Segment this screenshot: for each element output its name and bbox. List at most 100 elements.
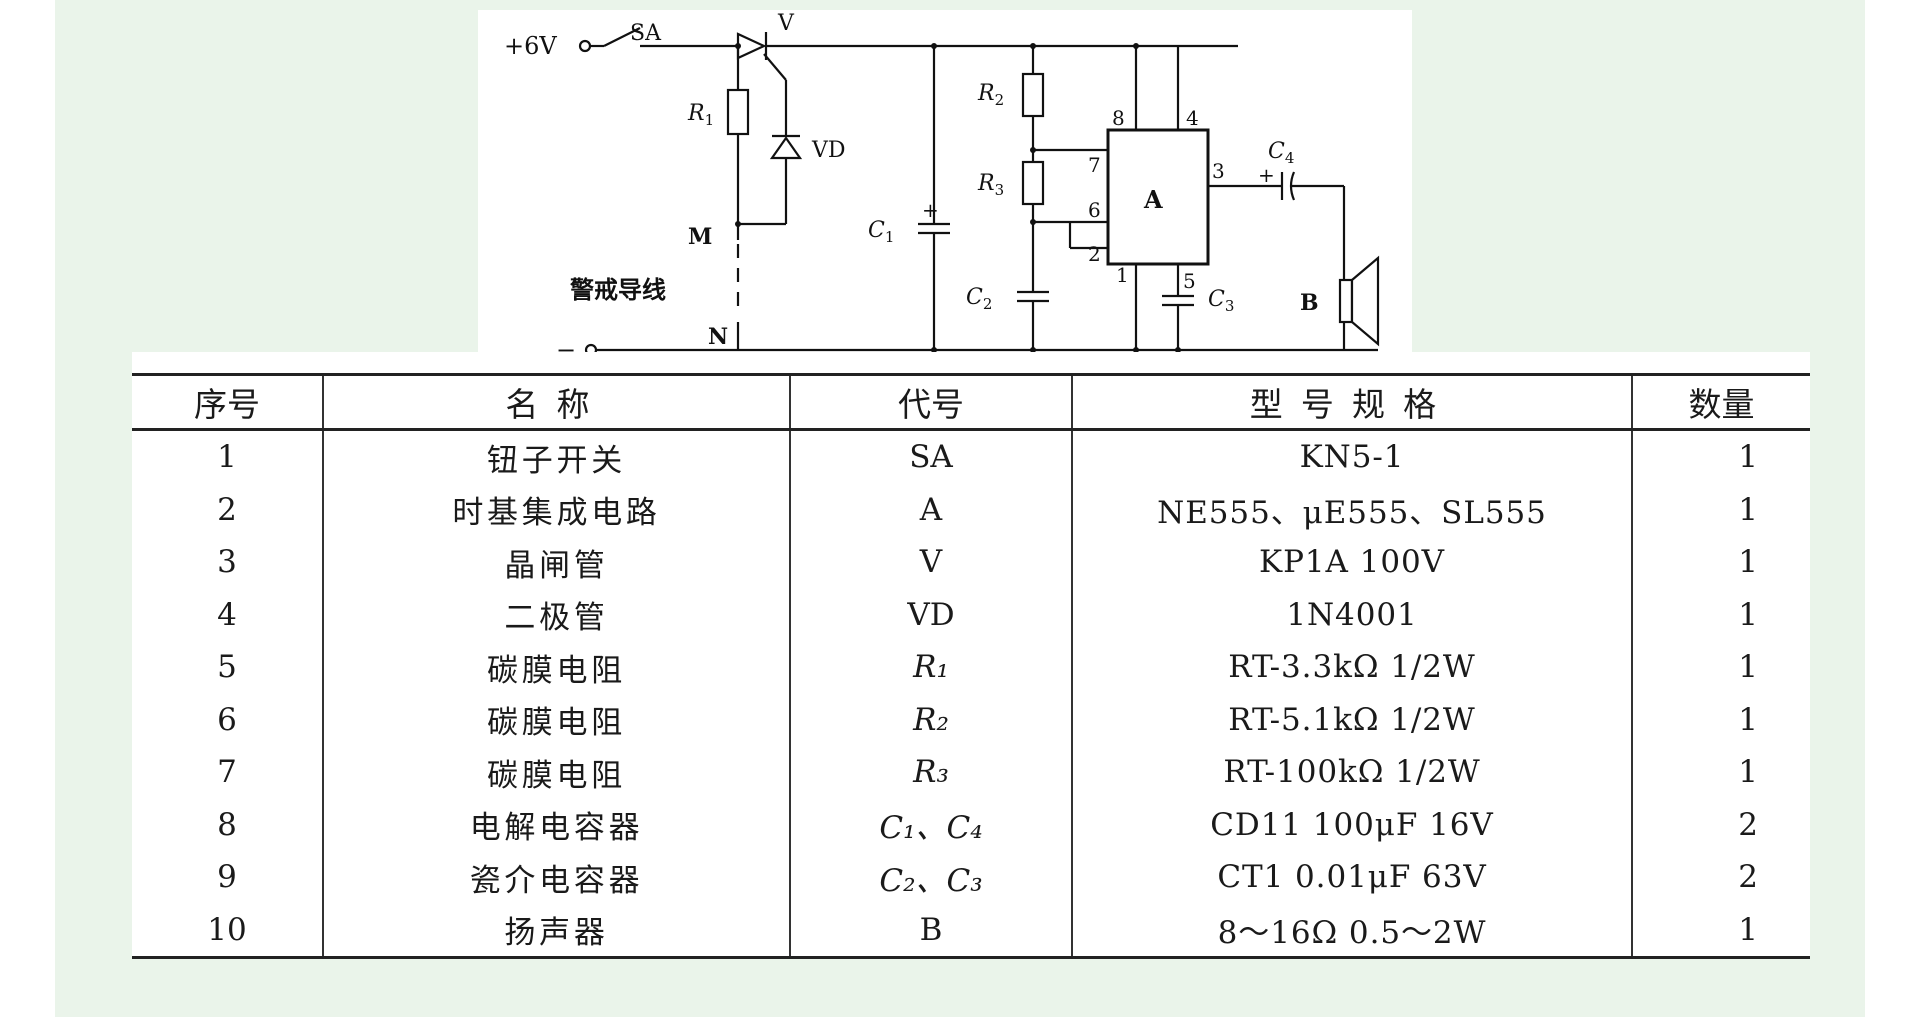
cell-code: A [789, 483, 1072, 536]
cell-qty: 1 [1631, 588, 1810, 641]
cell-qty: 1 [1631, 746, 1810, 799]
schematic-dots [735, 43, 1181, 352]
cell-spec: CT1 0.01μF 63V [1071, 851, 1632, 904]
label-r1: R1 [687, 101, 714, 129]
label-pin4: 4 [1186, 106, 1199, 130]
cell-qty: 2 [1631, 798, 1810, 851]
cell-qty: 2 [1631, 851, 1810, 904]
label-c4-plus: + [1258, 163, 1275, 187]
cell-name: 碳膜电阻 [322, 746, 790, 799]
r1-symbol [726, 88, 750, 136]
label-diode: VD [811, 138, 846, 163]
cell-index: 7 [217, 754, 237, 791]
cell-name: 晶闸管 [322, 536, 790, 589]
switch-blade [603, 27, 641, 47]
cell-qty: 1 [1631, 536, 1810, 589]
speaker-coil [1338, 278, 1354, 324]
cell-qty: 1 [1631, 693, 1810, 746]
header-code: 代号 [789, 373, 1072, 431]
table-row: 7 碳膜电阻 R₃ RT-100kΩ 1/2W 1 [132, 746, 1810, 799]
label-pin6: 6 [1088, 198, 1101, 222]
label-c4: C4 [1268, 139, 1294, 167]
cell-index: 2 [217, 491, 237, 528]
label-supply-neg: − [556, 336, 576, 352]
thyristor-gate [763, 53, 787, 81]
supply-pos-terminal [578, 39, 592, 53]
diode-symbol [769, 136, 803, 160]
cell-index: 3 [217, 544, 237, 581]
table-row: 9 瓷介电容器 C₂、C₃ CT1 0.01μF 63V 2 [132, 851, 1810, 904]
header-index: 序号 [132, 373, 323, 431]
table-row: 6 碳膜电阻 R₂ RT-5.1kΩ 1/2W 1 [132, 693, 1810, 746]
cell-index: 8 [217, 806, 237, 843]
label-c2: C2 [966, 285, 992, 313]
cell-index: 1 [217, 439, 237, 476]
cell-name: 碳膜电阻 [322, 641, 790, 694]
schematic-wires [578, 27, 1380, 352]
label-speaker: B [1300, 290, 1319, 316]
table-row: 2 时基集成电路 A NE555、μE555、SL555 1 [132, 483, 1810, 536]
label-pin8: 8 [1112, 106, 1125, 130]
label-pin2: 2 [1088, 242, 1101, 266]
cell-code: SA [789, 429, 1072, 484]
label-supply-pos: +6V [504, 32, 557, 60]
ic-555-symbol [1106, 128, 1210, 266]
cell-name: 电解电容器 [322, 798, 790, 851]
cell-name: 二极管 [322, 588, 790, 641]
cell-qty: 1 [1631, 641, 1810, 694]
cell-name: 扬声器 [322, 903, 790, 959]
cell-code: V [789, 536, 1072, 589]
cell-qty: 1 [1631, 903, 1810, 959]
label-switch: SA [630, 21, 662, 46]
table-row: 3 晶闸管 V KP1A 100V 1 [132, 536, 1810, 589]
label-alert-wire: 警戒导线 [569, 275, 666, 304]
cell-spec: 8～16Ω 0.5～2W [1071, 903, 1632, 959]
label-pin1: 1 [1116, 263, 1129, 287]
cell-spec: RT-5.1kΩ 1/2W [1071, 693, 1632, 746]
cell-spec: 1N4001 [1071, 588, 1632, 641]
cell-spec: CD11 100μF 16V [1071, 798, 1632, 851]
cell-index: 4 [217, 596, 237, 633]
cell-spec: RT-3.3kΩ 1/2W [1071, 641, 1632, 694]
cell-name: 碳膜电阻 [322, 693, 790, 746]
table-row: 4 二极管 VD 1N4001 1 [132, 588, 1810, 641]
supply-neg-terminal [584, 343, 598, 352]
cell-code: VD [789, 588, 1072, 641]
cell-name: 时基集成电路 [322, 483, 790, 536]
parts-list-panel: 序号 名称 代号 型号规格 数量 1 钮子开关 SA KN5-1 1 2 时基集… [132, 352, 1810, 959]
table-row: 8 电解电容器 C₁、C₄ CD11 100μF 16V 2 [132, 798, 1810, 851]
cell-index: 5 [217, 649, 237, 686]
table-row: 10 扬声器 B 8～16Ω 0.5～2W 1 [132, 903, 1810, 959]
cell-code: R₃ [789, 746, 1072, 799]
table-row: 5 碳膜电阻 R₁ RT-3.3kΩ 1/2W 1 [132, 641, 1810, 694]
r2-symbol [1021, 72, 1045, 118]
cell-spec: KP1A 100V [1071, 536, 1632, 589]
cell-index: 6 [217, 701, 237, 738]
label-c1: C1 [868, 218, 894, 246]
cell-code: B [789, 903, 1072, 959]
r3-symbol [1021, 160, 1045, 206]
label-node-m: M [688, 224, 712, 250]
schematic-svg: +6V SA V VD R1 R2 R3 C1 C2 C3 C4 + + A 8… [504, 11, 1380, 352]
cell-name: 瓷介电容器 [322, 851, 790, 904]
cell-code: C₁、C₄ [789, 798, 1072, 851]
label-pin7: 7 [1088, 153, 1101, 177]
table-header-row: 序号 名称 代号 型号规格 数量 [132, 373, 1810, 431]
label-thyristor: V [777, 11, 795, 36]
cell-name: 钮子开关 [322, 429, 790, 484]
header-name: 名称 [322, 373, 790, 431]
label-ic: A [1143, 185, 1163, 214]
label-node-n: N [708, 324, 728, 350]
circuit-schematic: +6V SA V VD R1 R2 R3 C1 C2 C3 C4 + + A 8… [478, 10, 1412, 352]
cell-code: R₁ [789, 641, 1072, 694]
cell-index: 9 [217, 859, 237, 896]
cell-spec: NE555、μE555、SL555 [1071, 483, 1632, 536]
label-pin5: 5 [1183, 269, 1196, 293]
cell-index: 10 [132, 903, 323, 959]
label-c1-plus: + [922, 198, 939, 222]
cell-spec: RT-100kΩ 1/2W [1071, 746, 1632, 799]
cell-code: R₂ [789, 693, 1072, 746]
cell-spec: KN5-1 [1071, 429, 1632, 484]
cell-qty: 1 [1631, 429, 1810, 484]
label-r3: R3 [977, 171, 1004, 199]
